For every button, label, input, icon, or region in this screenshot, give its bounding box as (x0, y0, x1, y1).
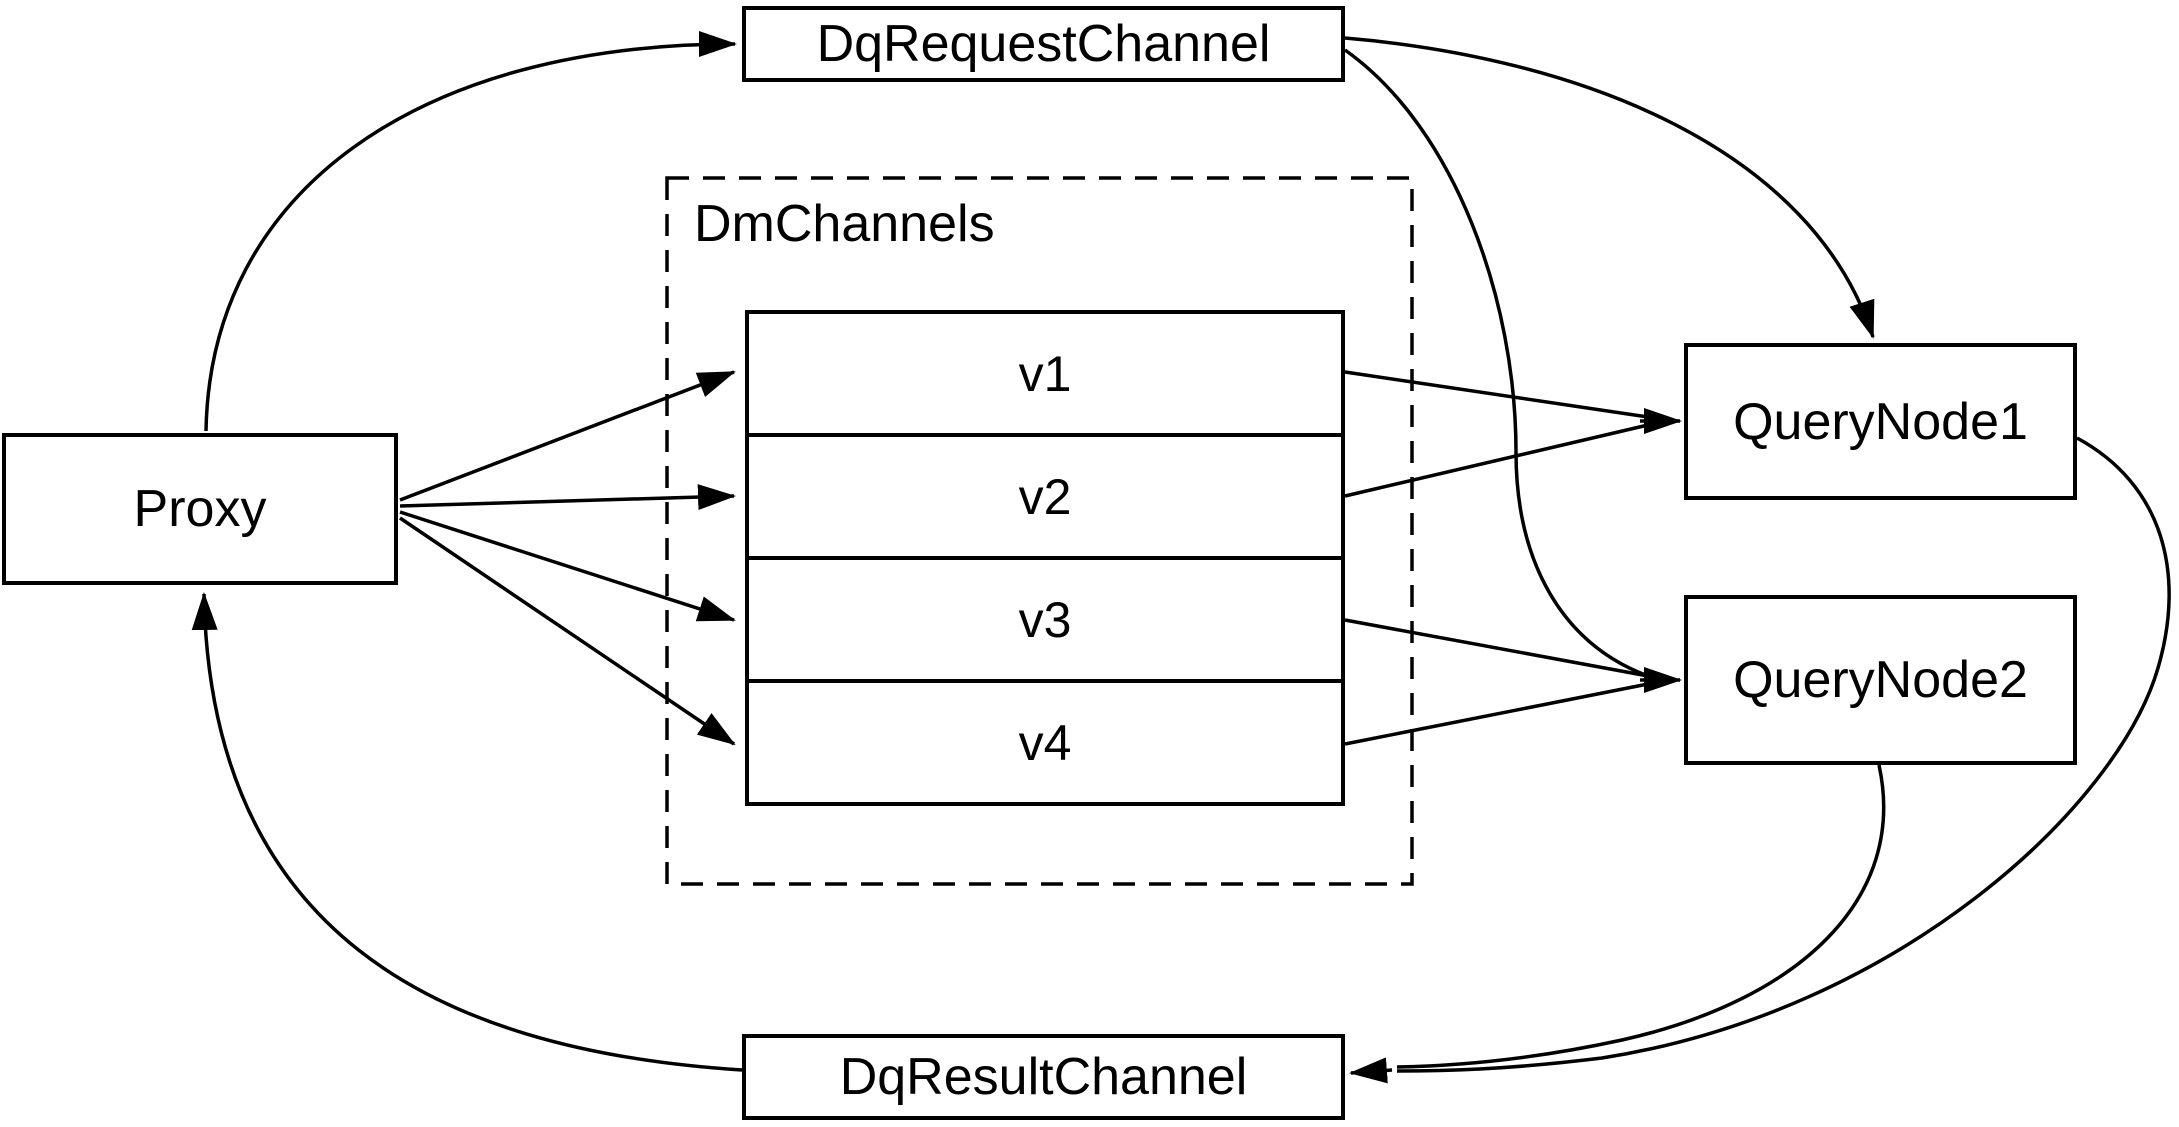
querynode2-node: QueryNode2 (1684, 595, 2077, 765)
dqrequestchannel-label: DqRequestChannel (816, 15, 1271, 73)
proxy-label: Proxy (133, 480, 267, 538)
dmchannels-table: v1 v2 v3 v4 (745, 310, 1345, 806)
edge-proxy-to-v1 (399, 370, 736, 502)
edge-dqresultchannel-to-proxy (191, 592, 743, 1072)
querynode1-node: QueryNode1 (1684, 343, 2077, 500)
dqresultchannel-label: DqResultChannel (839, 1048, 1248, 1106)
channel-v1-label: v1 (1018, 345, 1072, 402)
proxy-node: Proxy (2, 433, 398, 585)
channel-row-v1: v1 (749, 314, 1341, 433)
querynode1-label: QueryNode1 (1733, 392, 2028, 451)
edge-proxy-to-v2 (399, 484, 736, 511)
edge-proxy-to-v4 (399, 516, 736, 746)
edge-dqrequestchannel-to-querynode1 (1344, 36, 1875, 339)
channel-v4-label: v4 (1018, 714, 1072, 771)
edge-v3-to-querynode2 (1344, 618, 1649, 678)
querynode2-label: QueryNode2 (1733, 651, 2028, 709)
edge-v1-to-querynode1 (1344, 370, 1649, 419)
channel-row-v3: v3 (749, 556, 1341, 679)
edge-v2-to-querynode1 (1344, 423, 1649, 498)
arrowhead-dqresultchannel-right (1349, 1057, 1393, 1084)
dmchannels-group-label: DmChannels (694, 195, 995, 253)
channel-v2-label: v2 (1018, 468, 1072, 525)
dqresultchannel-node: DqResultChannel (742, 1034, 1345, 1120)
edge-proxy-to-v3 (399, 510, 736, 622)
edge-querynode2-to-dqresultchannel (1396, 764, 1886, 1069)
channel-row-v4: v4 (749, 679, 1341, 802)
edge-proxy-to-dqrequestchannel (204, 31, 737, 432)
channel-v3-label: v3 (1018, 591, 1072, 648)
edge-v4-to-querynode2 (1344, 682, 1649, 746)
edge-dqrequestchannel-to-querynode2 (1343, 48, 1649, 678)
channel-row-v2: v2 (749, 433, 1341, 556)
dqrequestchannel-node: DqRequestChannel (742, 6, 1345, 82)
